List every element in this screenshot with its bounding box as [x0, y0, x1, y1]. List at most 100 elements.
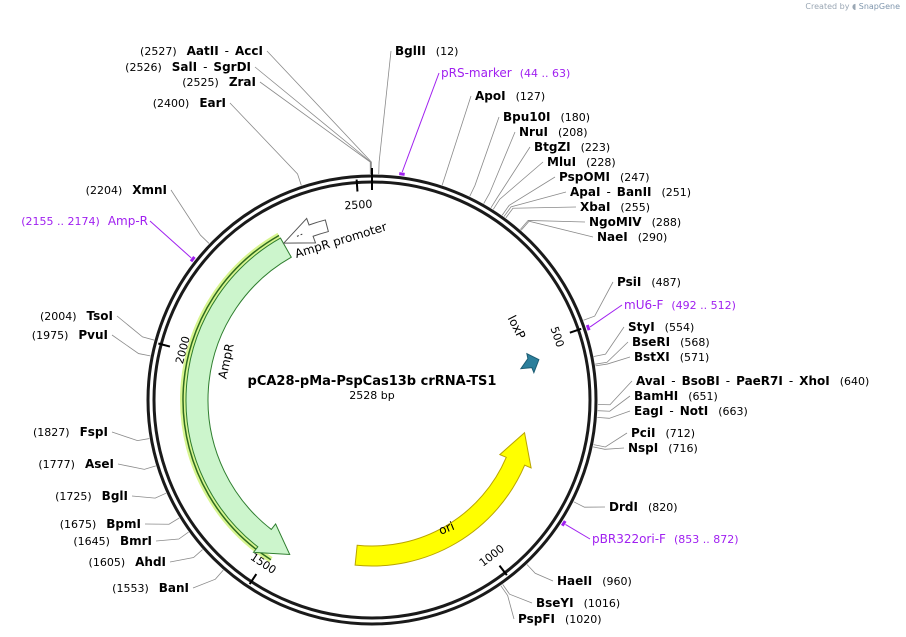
enzyme-leader-line: [505, 206, 577, 219]
enzyme-leader-line: [526, 564, 554, 582]
primer-label[interactable]: (2155 .. 2174)Amp-R: [21, 214, 148, 228]
enzyme-separator: -: [669, 404, 673, 418]
enzyme-name: XmnI: [132, 183, 167, 197]
enzyme-label[interactable]: (2526)SalI-SgrDI: [125, 60, 251, 74]
enzyme-label[interactable]: NaeI(290): [597, 230, 667, 244]
primer-mark[interactable]: [189, 256, 196, 263]
plasmid-backbone: [146, 168, 598, 626]
enzyme-name: BseRI: [632, 335, 670, 349]
enzyme-label[interactable]: NspI(716): [628, 441, 698, 455]
enzyme-leader-line: [192, 569, 224, 589]
tick-mark: [158, 342, 171, 348]
enzyme-name: HaeII: [557, 574, 592, 588]
primer-mark[interactable]: [585, 324, 591, 331]
primer-mark[interactable]: [561, 520, 567, 527]
enzyme-position: (1777): [38, 458, 75, 471]
primer-range: (2155 .. 2174): [21, 215, 100, 228]
primer-leader-line: [565, 524, 591, 540]
enzyme-position: (12): [436, 45, 459, 58]
enzyme-label[interactable]: BstXI(571): [634, 350, 709, 364]
enzyme-position: (2525): [182, 76, 219, 89]
enzyme-name: BsoBI: [682, 374, 720, 388]
enzyme-position: (228): [586, 156, 616, 169]
enzyme-label[interactable]: (2525) ZraI: [182, 75, 256, 89]
enzyme-name: ZraI: [229, 75, 256, 89]
enzyme-label[interactable]: BglII(12): [395, 44, 458, 58]
enzyme-leader-line: [597, 395, 631, 412]
feature-ampr-arrow[interactable]: [185, 237, 292, 555]
enzyme-name: AvaI: [636, 374, 665, 388]
enzyme-position: (960): [602, 575, 632, 588]
enzyme-label[interactable]: BtgZI(223): [534, 140, 610, 154]
enzyme-label[interactable]: (1827)FspI: [33, 425, 108, 439]
enzyme-position: (290): [638, 231, 668, 244]
enzyme-name: XbaI: [580, 200, 610, 214]
enzyme-label[interactable]: (1605)AhdI: [89, 555, 166, 569]
enzyme-label[interactable]: (1975)PvuI: [32, 328, 108, 342]
primer-label[interactable]: mU6-F(492 .. 512): [624, 298, 736, 312]
feature-ampr-promoter-arrow[interactable]: [282, 217, 329, 244]
primer-label[interactable]: pBR322ori-F(853 .. 872): [592, 532, 739, 546]
tick-mark: [569, 327, 582, 334]
enzyme-label[interactable]: MluI(228): [547, 155, 616, 169]
enzyme-position: (288): [652, 216, 682, 229]
enzyme-label[interactable]: BseYI(1016): [536, 596, 620, 610]
enzyme-label[interactable]: ApaI-BanII(251): [570, 185, 691, 199]
enzyme-label[interactable]: DrdI(820): [609, 500, 678, 514]
enzyme-position: (2527): [140, 45, 177, 58]
enzyme-name: FspI: [80, 425, 108, 439]
enzyme-label[interactable]: PciI(712): [631, 426, 695, 440]
enzyme-label[interactable]: (2400)EarI: [153, 96, 226, 110]
enzyme-leader-lines: [111, 50, 633, 620]
enzyme-leader-line: [573, 501, 606, 508]
enzyme-label[interactable]: (2527)AatII-AccI: [140, 44, 263, 58]
enzyme-label[interactable]: XbaI (255): [580, 200, 650, 214]
enzyme-position: (2204): [86, 184, 123, 197]
enzyme-label[interactable]: (1725)BglI: [55, 489, 128, 503]
enzyme-label[interactable]: Bpu10I(180): [503, 110, 590, 124]
enzyme-name: BamHI: [634, 389, 678, 403]
enzyme-leader-line: [170, 189, 210, 244]
enzyme-label[interactable]: NruI(208): [519, 125, 588, 139]
enzyme-leader-line: [483, 131, 516, 204]
enzyme-label[interactable]: PspOMI(247): [559, 170, 650, 184]
feature-label: ori: [437, 519, 457, 538]
enzyme-leader-line: [597, 410, 631, 419]
enzyme-name: NotI: [680, 404, 709, 418]
primer-label[interactable]: pRS-marker(44 .. 63): [441, 66, 570, 80]
enzyme-label[interactable]: BamHI(651): [634, 389, 718, 403]
enzyme-name: PaeR7I: [736, 374, 783, 388]
enzyme-label[interactable]: ApoI(127): [475, 89, 545, 103]
enzyme-name: PciI: [631, 426, 656, 440]
enzyme-label[interactable]: AvaI-BsoBI-PaeR7I-XhoI(640): [636, 374, 869, 388]
enzyme-position: (251): [662, 186, 692, 199]
enzyme-separator: -: [606, 185, 610, 199]
enzyme-label[interactable]: PsiI(487): [617, 275, 681, 289]
snapgene-logo-icon: ◖: [851, 2, 857, 11]
enzyme-name: AseI: [85, 457, 114, 471]
feature-loxp-arrow[interactable]: [519, 352, 540, 375]
enzyme-position: (487): [651, 276, 681, 289]
enzyme-label[interactable]: (1675)BpmI: [60, 517, 141, 531]
enzyme-label[interactable]: NgoMIV(288): [589, 215, 681, 229]
enzyme-label[interactable]: (1777) AseI: [38, 457, 114, 471]
primer-leader-line: [149, 220, 192, 259]
enzyme-name: BanII: [617, 185, 652, 199]
enzyme-name: StyI: [628, 320, 655, 334]
enzyme-label[interactable]: (1553)BanI: [112, 581, 189, 595]
enzyme-label[interactable]: PspFI(1020): [518, 612, 602, 626]
enzyme-leader-line: [254, 66, 372, 175]
enzyme-label[interactable]: HaeII (960): [557, 574, 632, 588]
enzyme-label[interactable]: (2204) XmnI: [86, 183, 167, 197]
enzyme-label[interactable]: BseRI(568): [632, 335, 710, 349]
enzyme-label[interactable]: EagI-NotI(663): [634, 404, 748, 418]
enzyme-label[interactable]: (1645)BmrI: [73, 534, 152, 548]
primer-mark[interactable]: [399, 172, 405, 176]
enzyme-position: (255): [620, 201, 650, 214]
enzyme-label[interactable]: StyI(554): [628, 320, 694, 334]
enzyme-label[interactable]: (2004)TsoI: [40, 309, 113, 323]
enzyme-separator: -: [203, 60, 207, 74]
feature-ori-arrow[interactable]: [354, 431, 532, 567]
enzyme-name: NspI: [628, 441, 658, 455]
